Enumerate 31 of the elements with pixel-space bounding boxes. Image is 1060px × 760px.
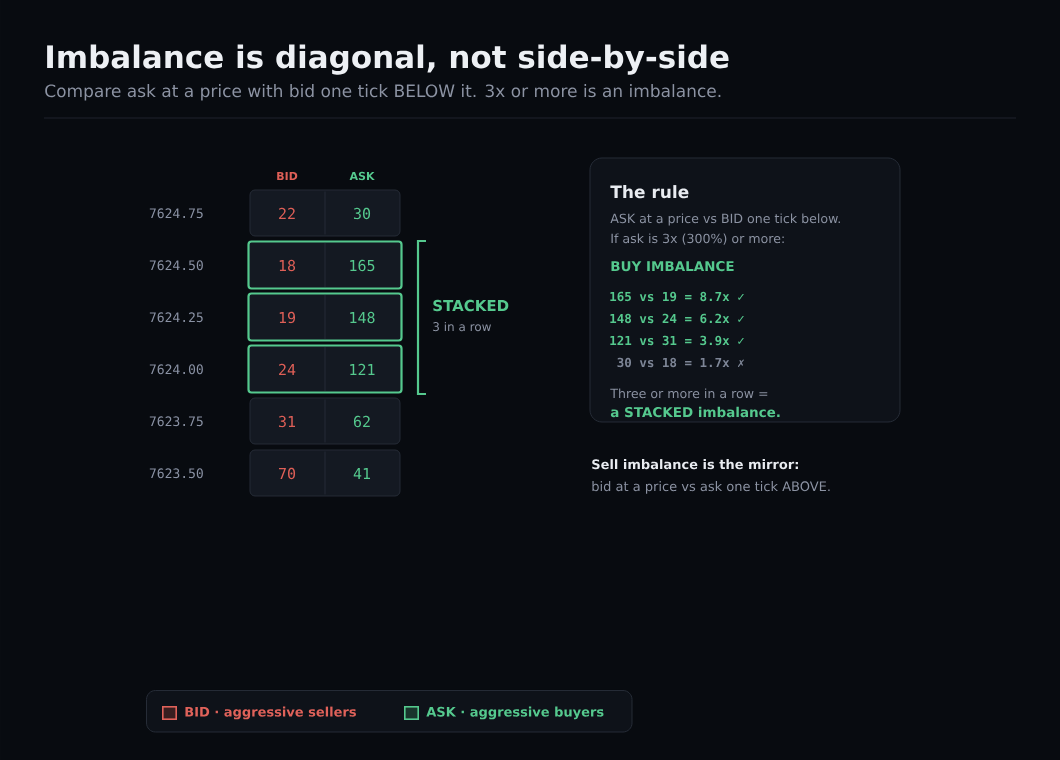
price-label: 7624.75 xyxy=(149,208,203,219)
legend-text: BID · aggressive sellers xyxy=(185,706,356,720)
note-heading: Sell imbalance is the mirror: xyxy=(592,459,798,470)
price-label: 7623.75 xyxy=(149,416,203,427)
body-text: ASK at a price vs BID one tick below. xyxy=(610,213,840,226)
price-label: 7624.50 xyxy=(149,260,203,271)
result-label: BUY IMBALANCE xyxy=(611,261,734,272)
ladder-row: 18 165 xyxy=(247,240,403,290)
card-title: The rule xyxy=(610,185,689,199)
bracket-note: 3 in a row xyxy=(433,321,491,332)
ladder-row: 31 62 xyxy=(249,397,401,445)
body-text: If ask is 3x (300%) or more: xyxy=(611,233,784,245)
ladder-row: 24 121 xyxy=(247,344,403,394)
title: Imbalance is diagonal, not side-by-side xyxy=(47,44,729,75)
note-text: bid at a price vs ask one tick ABOVE. xyxy=(592,481,830,494)
price-label: 7624.25 xyxy=(149,312,203,323)
result-label: a STACKED imbalance. xyxy=(610,406,780,418)
ladder-row: 19 148 xyxy=(247,292,403,342)
subtitle: Compare ask at a price with bid one tick BELOW it. 3x or more is an imbalance. xyxy=(45,84,721,101)
body-text: Three or more in a row = xyxy=(610,388,768,399)
ratio-row: 165 vs 19 = 8.7x ✓ xyxy=(610,291,744,302)
legend-text: ASK · aggressive buyers xyxy=(426,706,604,720)
ladder-row: 22 30 xyxy=(249,189,401,237)
ratio-row: 148 vs 24 = 6.2x ✓ xyxy=(610,313,744,324)
ladder-row: 70 41 xyxy=(249,449,401,497)
ratio-row: 121 vs 31 = 3.9x ✓ xyxy=(610,335,744,346)
ratio-row: 30 vs 18 = 1.7x ✗ xyxy=(617,357,744,368)
bracket-label: STACKED xyxy=(433,299,509,312)
column-header: BID xyxy=(277,172,298,180)
price-label: 7623.50 xyxy=(149,468,203,479)
price-label: 7624.00 xyxy=(149,364,203,375)
